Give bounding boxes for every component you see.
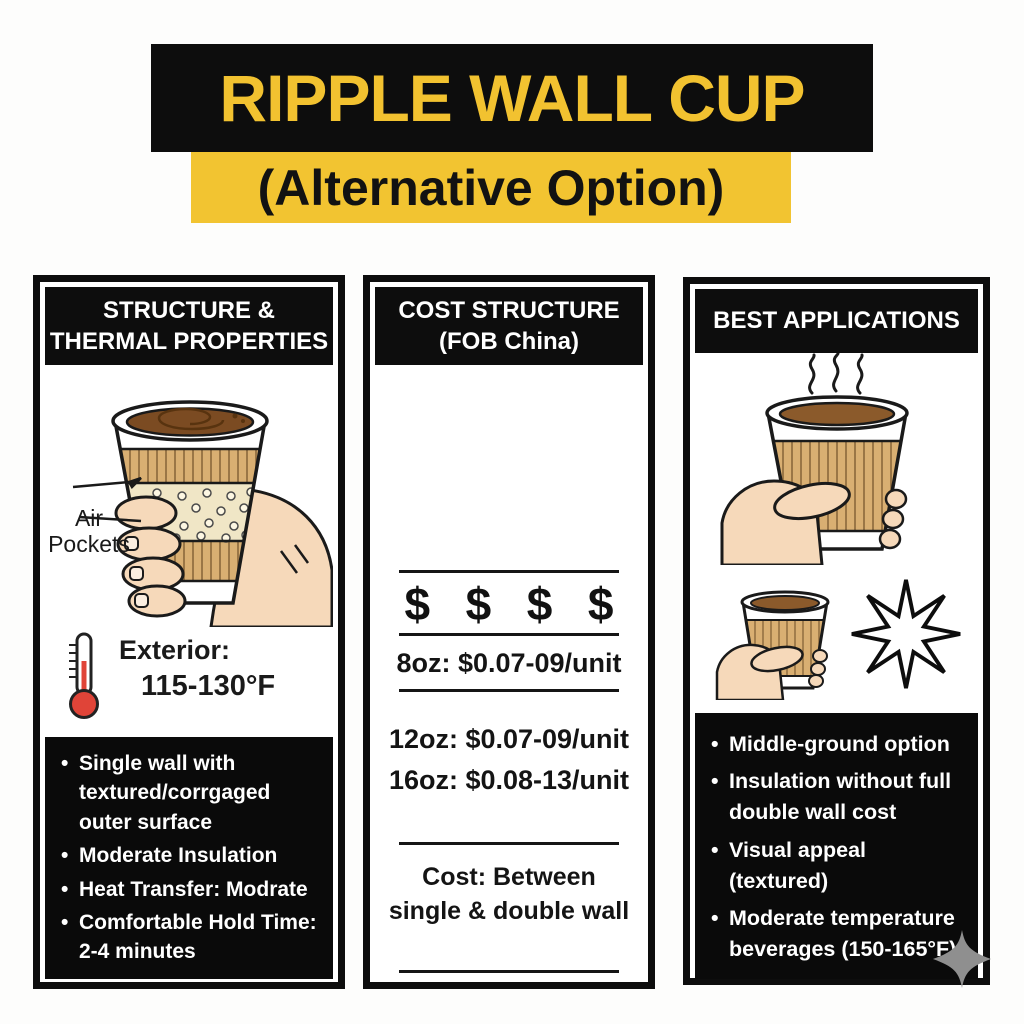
divider — [399, 633, 619, 636]
cost-note: Cost: Between single & double wall — [388, 863, 630, 925]
dollar-sign: $ — [465, 578, 492, 630]
divider — [399, 970, 619, 973]
divider — [399, 689, 619, 692]
ripple-cup-hand-illustration: Air Pockets — [45, 365, 333, 627]
title-banner: RIPPLE WALL CUP — [151, 44, 873, 152]
divider — [399, 570, 619, 573]
header-line: BEST APPLICATIONS — [713, 307, 960, 335]
four-point-sparkle-icon — [932, 929, 992, 989]
structure-panel-header: STRUCTURE & THERMAL PROPERTIES — [45, 287, 333, 365]
bullet-item: Single wall with textured/corrgaged oute… — [55, 749, 325, 837]
bullet-item: Heat Transfer: Modrate — [55, 875, 325, 905]
page-subtitle: (Alternative Option) — [257, 159, 725, 216]
page-title: RIPPLE WALL CUP — [219, 61, 805, 135]
air-pockets-arrows — [72, 476, 142, 523]
applications-bullets-panel: Middle-ground option Insulation without … — [695, 713, 978, 980]
cost-panel: COST STRUCTURE (FOB China) $ $ $ $ 8oz: … — [363, 275, 655, 989]
secondary-illustrations-row — [695, 565, 978, 703]
price-8oz: 8oz: $0.07-09/unit — [396, 648, 622, 678]
small-cup-hand-svg — [715, 590, 830, 700]
steaming-cup-hand-illustration — [695, 353, 978, 565]
divider — [399, 842, 619, 845]
bullet-item: Insulation without full double wall cost — [705, 766, 970, 828]
subtitle-banner: (Alternative Option) — [191, 152, 791, 223]
bullet-item: Visual appeal (textured) — [705, 835, 970, 897]
applications-panel: BEST APPLICATIONS — [683, 277, 992, 989]
hand-thumb — [772, 481, 851, 521]
bullet-item: Comfortable Hold Time: 2-4 minutes — [55, 908, 325, 967]
exterior-label: Exterior: — [119, 635, 231, 665]
header-line: (FOB China) — [439, 328, 579, 355]
structure-bullets-panel: Single wall with textured/corrgaged oute… — [45, 737, 333, 979]
exterior-temperature-row: Exterior: 115-130°F — [45, 627, 333, 729]
fingernails — [124, 536, 149, 608]
structure-bullet-list: Single wall with textured/corrgaged oute… — [55, 749, 325, 967]
thermometer-icon — [69, 632, 99, 719]
bullet-item: Moderate temperature beverages (150-165°… — [705, 903, 970, 965]
steaming-cup-svg — [720, 353, 909, 565]
hand-thumb — [750, 645, 804, 673]
cost-panel-header: COST STRUCTURE (FOB China) — [375, 287, 643, 365]
structure-panel: STRUCTURE & THERMAL PROPERTIES — [33, 275, 345, 989]
price-16oz: 16oz: $0.08-13/unit — [388, 765, 630, 795]
dollar-sign: $ — [526, 578, 553, 630]
exterior-value: 115-130°F — [141, 670, 276, 702]
header-line: COST STRUCTURE — [398, 296, 620, 324]
header-line: THERMAL PROPERTIES — [49, 328, 329, 355]
coffee-swirl — [157, 407, 225, 431]
steam-icon — [807, 353, 864, 395]
fingertips — [808, 649, 828, 688]
price-12oz: 12oz: $0.07-09/unit — [388, 724, 630, 754]
applications-bullet-list: Middle-ground option Insulation without … — [705, 729, 970, 965]
fingertips — [878, 488, 907, 550]
exterior-temperature-text: Exterior: 115-130°F — [119, 635, 275, 703]
header-line: STRUCTURE & — [103, 296, 275, 324]
ripple-cup-svg — [72, 400, 333, 627]
air-pockets-label: Air Pockets — [48, 505, 130, 558]
eight-point-star-icon — [851, 579, 961, 689]
bullet-item: Moderate Insulation — [55, 841, 325, 871]
dollar-sign: $ — [404, 578, 431, 630]
bullet-item: Middle-ground option — [705, 729, 970, 760]
applications-panel-header: BEST APPLICATIONS — [695, 289, 978, 353]
dollar-signs-row: $ $ $ $ — [404, 573, 613, 633]
dollar-sign: $ — [587, 578, 614, 630]
